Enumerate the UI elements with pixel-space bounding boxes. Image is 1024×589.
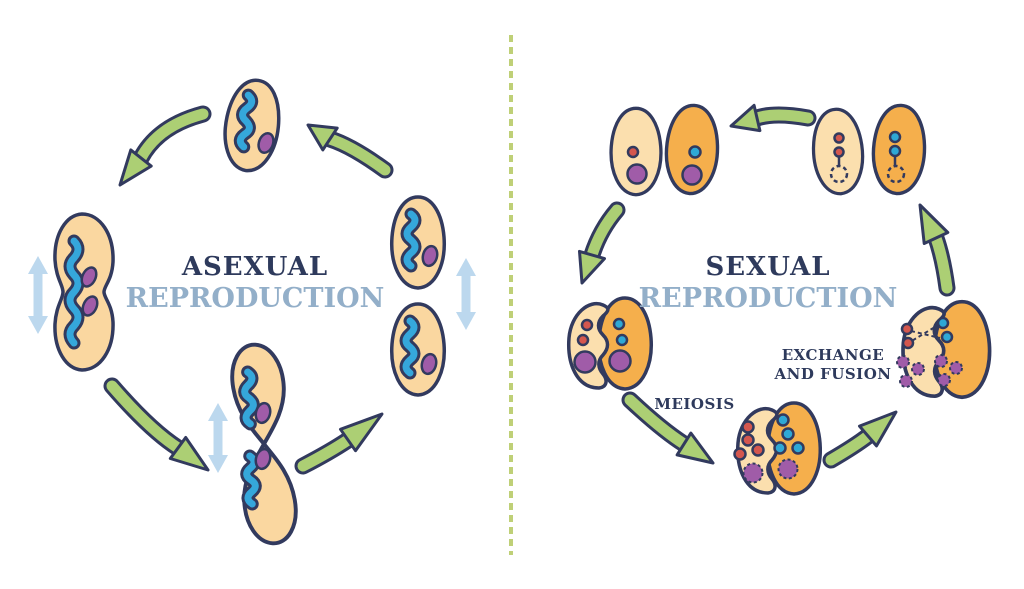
chromosome-icon: [63, 234, 85, 350]
chromosome-icon: [233, 88, 259, 154]
nucleolus-icon: [257, 132, 275, 154]
sexual-title: SEXUAL REPRODUCTION: [618, 252, 918, 314]
micronucleus-blue-icon: [776, 413, 790, 427]
exchange-line-icon: [910, 330, 941, 339]
sexual-meiosis-products-icon: [733, 401, 822, 496]
dashed-nucleus-icon: [829, 164, 849, 184]
micronucleus-red-icon: [626, 145, 640, 159]
micronucleus-blue-icon: [612, 317, 626, 331]
asexual-cycle: [28, 78, 476, 546]
nucleolus-icon: [420, 352, 438, 376]
chromosome-icon: [240, 449, 262, 511]
micronucleus-blue-icon: [773, 441, 787, 455]
nucleolus-icon: [254, 401, 272, 425]
fragment-nucleus-icon: [937, 373, 951, 387]
exchange-fusion-label: EXCHANGE AND FUSION: [768, 346, 898, 384]
micronucleus-blue-icon: [791, 441, 805, 455]
meiosis-label: MEIOSIS: [654, 395, 735, 413]
sexual-arrow-down-left-icon: [578, 201, 626, 285]
fragment-nucleus-icon: [911, 362, 925, 376]
asexual-elongating-cell-icon: [53, 212, 115, 372]
dashed-macronucleus-icon: [777, 458, 799, 480]
exchange-label-line2: AND FUSION: [774, 365, 892, 383]
micronucleus-red-icon: [741, 433, 755, 447]
macronucleus-icon: [626, 163, 648, 185]
micronucleus-red-icon: [833, 132, 845, 144]
asexual-arrow-top-right-icon: [306, 123, 394, 179]
asexual-stretch-arrow-bottom-icon: [208, 403, 228, 473]
micronucleus-red-icon: [733, 447, 747, 461]
sexual-arrow-up-icon: [918, 203, 956, 297]
nucleolus-icon: [421, 244, 439, 268]
dashed-nucleus-icon: [886, 164, 906, 184]
asexual-arrow-bottom-left-icon: [103, 377, 210, 472]
micronucleus-red-icon: [901, 336, 915, 350]
chromosome-icon: [399, 314, 421, 380]
fragment-nucleus-icon: [899, 374, 913, 388]
nucleolus-icon: [254, 447, 272, 471]
asexual-daughter-cell-bottom-icon: [390, 302, 446, 397]
macronucleus-icon: [681, 164, 703, 186]
micronucleus-blue-icon: [940, 330, 954, 344]
sexual-parent-cells-icon: [609, 103, 720, 197]
panel-divider: [509, 35, 513, 555]
nucleolus-icon: [81, 295, 99, 317]
macronucleus-icon: [573, 350, 597, 374]
dashed-macronucleus-icon: [742, 462, 764, 484]
chromosome-icon: [400, 207, 422, 273]
micronucleus-red-icon: [751, 443, 765, 457]
micronucleus-blue-icon: [615, 333, 629, 347]
asexual-stretch-arrow-right-icon: [456, 258, 476, 330]
micronucleus-red-icon: [900, 322, 914, 336]
micronucleus-blue-icon: [781, 427, 795, 441]
sexual-cycle: [567, 103, 992, 496]
sexual-exchange-fusion-pair-icon: [896, 299, 992, 400]
micronucleus-red-icon: [576, 333, 590, 347]
macronucleus-icon: [608, 349, 632, 373]
asexual-arrow-top-left-icon: [118, 105, 212, 187]
exchange-label-line1: EXCHANGE: [781, 346, 885, 364]
fragment-nucleus-icon: [934, 354, 948, 368]
fragment-nucleus-icon: [949, 361, 963, 375]
micronucleus-red-icon: [833, 146, 845, 158]
asexual-stretch-arrow-left-icon: [28, 256, 48, 334]
asexual-arrow-bottom-right-icon: [294, 412, 384, 475]
fragment-nucleus-icon: [896, 355, 910, 369]
micronucleus-blue-icon: [888, 130, 902, 144]
sexual-arrow-top-icon: [729, 103, 817, 133]
sexual-arrow-up-right-icon: [822, 410, 898, 469]
asexual-title-line2: REPRODUCTION: [125, 283, 385, 314]
exchange-line-icon: [909, 323, 941, 343]
micronucleus-blue-icon: [936, 316, 950, 330]
asexual-daughter-cell-top-icon: [390, 195, 446, 290]
chromosome-icon: [238, 365, 260, 431]
nucleolus-icon: [80, 266, 98, 288]
asexual-title-line1: ASEXUAL: [181, 252, 329, 282]
micronucleus-blue-icon: [688, 145, 702, 159]
micronucleus-red-icon: [580, 318, 594, 332]
sexual-separated-cells-icon: [811, 103, 927, 196]
meiosis-arrow-icon: [621, 391, 715, 465]
asexual-dividing-cell-icon: [230, 342, 298, 546]
sexual-title-line1: SEXUAL: [705, 252, 831, 282]
sexual-title-line2: REPRODUCTION: [638, 283, 898, 314]
micronucleus-blue-icon: [888, 144, 902, 158]
asexual-parent-cell-icon: [223, 78, 281, 173]
asexual-title: ASEXUAL REPRODUCTION: [105, 252, 405, 314]
micronucleus-red-icon: [741, 420, 755, 434]
sexual-conjugating-pair-icon: [567, 296, 653, 391]
